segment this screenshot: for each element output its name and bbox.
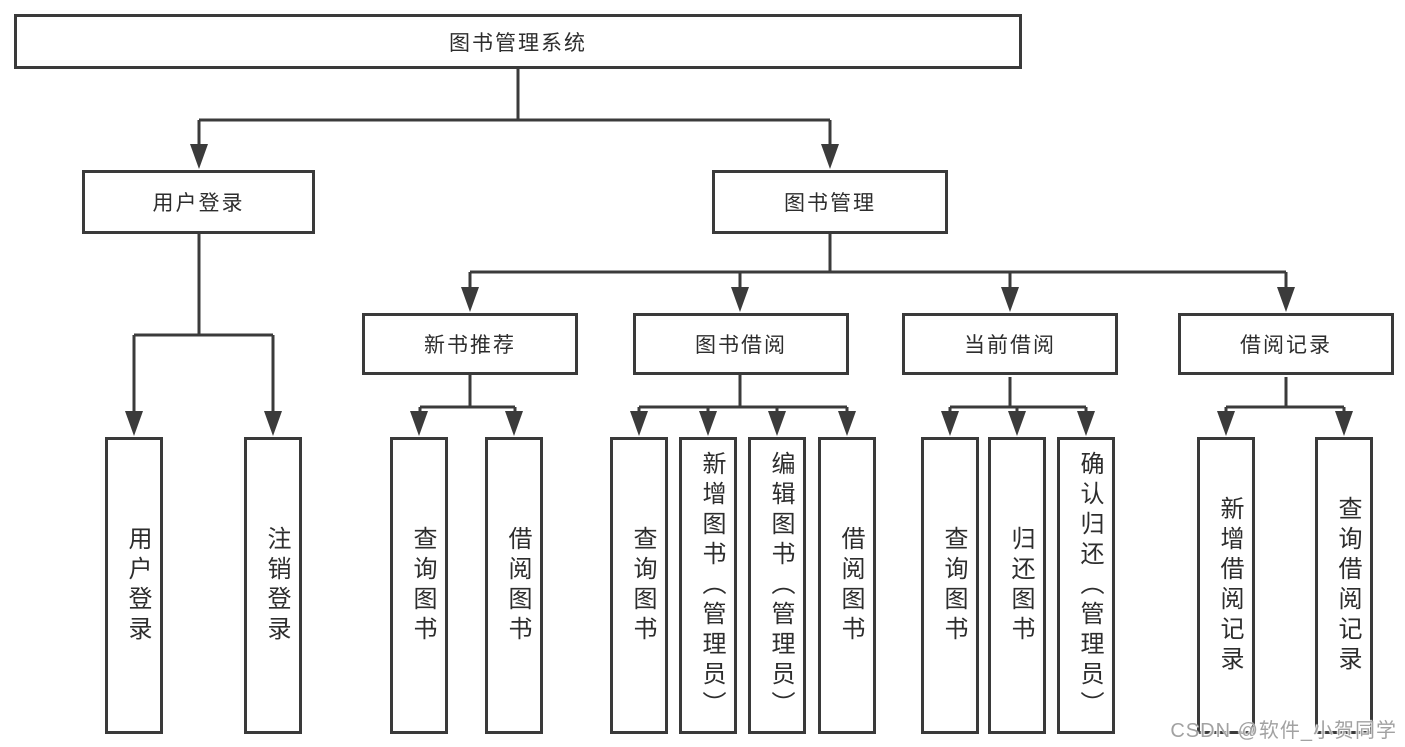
leaf-user-login-label: 用户登录	[124, 525, 151, 646]
leaf-return-books: 归还图书	[988, 437, 1046, 734]
node-book-management: 图书管理	[712, 170, 948, 234]
arrowheads	[125, 144, 1353, 436]
leaf-confirm-return-admin-label: 确认归还（管理员）	[1076, 450, 1103, 721]
leaf-borrow-books-2: 借阅图书	[818, 437, 876, 734]
node-borrowing-records: 借阅记录	[1178, 313, 1394, 375]
leaf-query-books-2-label: 查询图书	[629, 525, 656, 646]
leaf-query-books-2: 查询图书	[610, 437, 668, 734]
node-current-borrowing: 当前借阅	[902, 313, 1118, 375]
node-new-book-recommend-label: 新书推荐	[424, 334, 516, 357]
leaf-logout-label: 注销登录	[263, 525, 290, 646]
leaf-add-borrow-record: 新增借阅记录	[1197, 437, 1255, 734]
leaf-borrow-books-1: 借阅图书	[485, 437, 543, 734]
node-current-borrowing-label: 当前借阅	[964, 334, 1056, 357]
leaf-edit-books-admin: 编辑图书（管理员）	[748, 437, 806, 734]
node-book-borrowing: 图书借阅	[633, 313, 849, 375]
leaf-add-books-admin: 新增图书（管理员）	[679, 437, 737, 734]
leaf-borrow-books-1-label: 借阅图书	[504, 525, 531, 646]
leaf-return-books-label: 归还图书	[1007, 525, 1034, 646]
node-user-login: 用户登录	[82, 170, 315, 234]
leaf-borrow-books-2-label: 借阅图书	[837, 525, 864, 646]
node-root: 图书管理系统	[14, 14, 1022, 69]
leaf-query-books-3: 查询图书	[921, 437, 979, 734]
watermark: CSDN @软件_小贺同学	[1170, 720, 1397, 742]
node-borrowing-records-label: 借阅记录	[1240, 334, 1332, 357]
leaf-confirm-return-admin: 确认归还（管理员）	[1057, 437, 1115, 734]
node-root-label: 图书管理系统	[449, 31, 587, 55]
leaf-query-books-1-label: 查询图书	[409, 525, 436, 646]
leaf-query-books-1: 查询图书	[390, 437, 448, 734]
leaf-user-login: 用户登录	[105, 437, 163, 734]
connector-path	[132, 68, 1346, 414]
leaf-logout: 注销登录	[244, 437, 302, 734]
node-new-book-recommend: 新书推荐	[362, 313, 578, 375]
leaf-add-books-admin-label: 新增图书（管理员）	[698, 450, 725, 721]
leaf-query-borrow-record-label: 查询借阅记录	[1334, 495, 1361, 676]
node-user-login-label: 用户登录	[152, 192, 245, 215]
leaf-add-borrow-record-label: 新增借阅记录	[1216, 495, 1243, 676]
node-book-borrowing-label: 图书借阅	[695, 334, 787, 357]
leaf-query-borrow-record: 查询借阅记录	[1315, 437, 1373, 734]
node-book-management-label: 图书管理	[784, 192, 876, 215]
leaf-query-books-3-label: 查询图书	[940, 525, 967, 646]
leaf-edit-books-admin-label: 编辑图书（管理员）	[767, 450, 794, 721]
